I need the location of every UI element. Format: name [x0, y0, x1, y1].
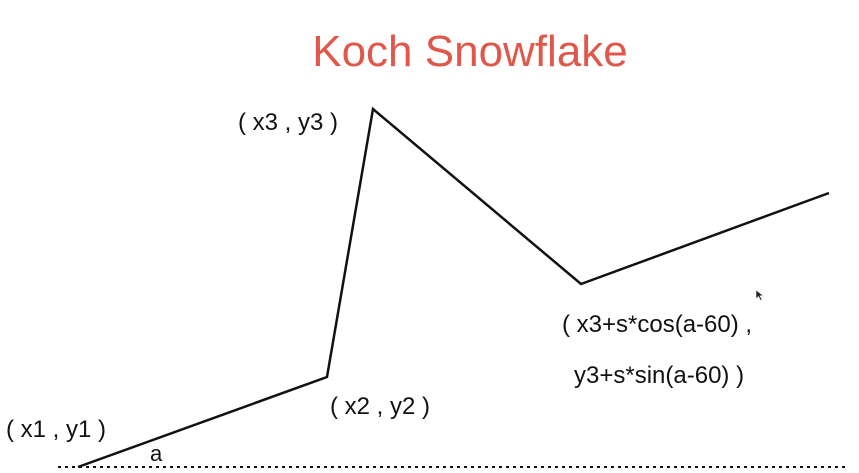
label-point-x1-y1: ( x1 , y1 )	[6, 416, 106, 443]
diagram-title: Koch Snowflake	[312, 27, 628, 76]
label-point-x3-y3: ( x3 , y3 )	[238, 109, 338, 136]
label-point-x2-y2: ( x2 , y2 )	[330, 393, 430, 420]
koch-segment-path	[77, 106, 830, 469]
label-angle-a: a	[150, 441, 163, 466]
label-point-four-line2: y3+s*sin(a-60) )	[574, 362, 744, 389]
label-point-four-line1: ( x3+s*cos(a-60) ,	[562, 311, 752, 338]
mouse-cursor-icon	[755, 289, 765, 301]
